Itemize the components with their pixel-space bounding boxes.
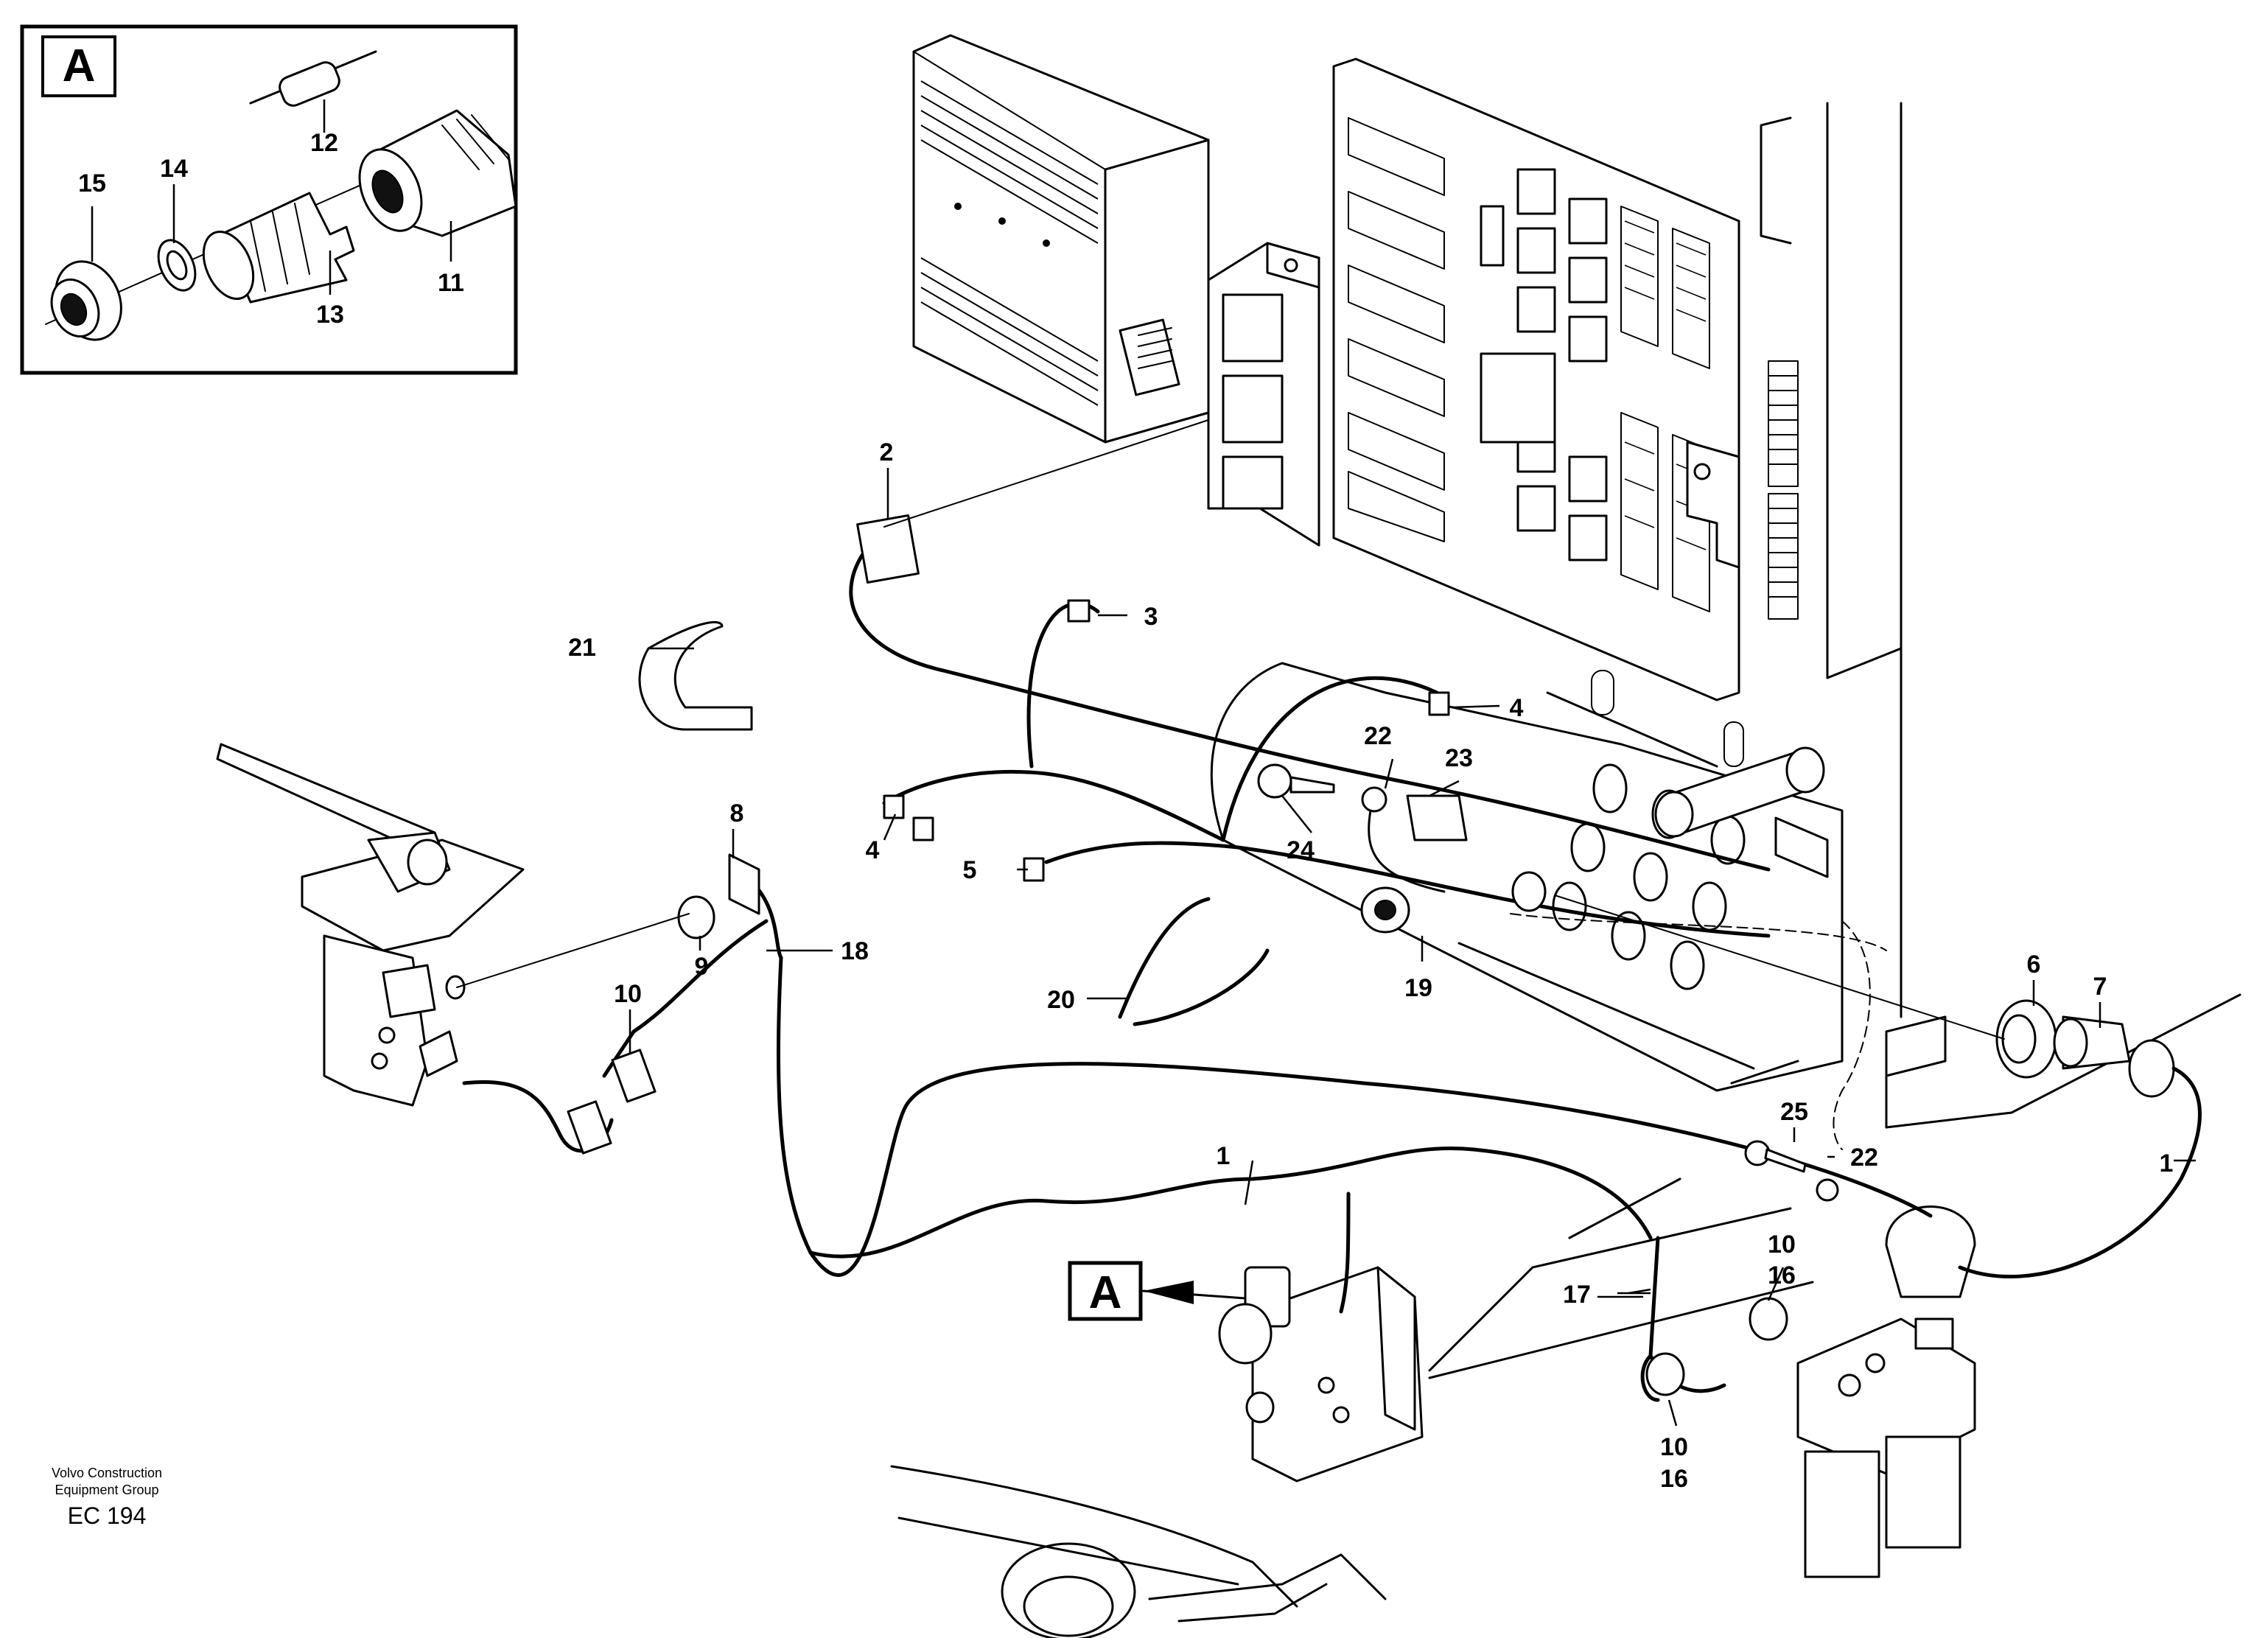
callout-23: 23 — [1445, 744, 1473, 772]
electronic-control-unit — [912, 34, 1210, 444]
callout-22b: 22 — [1850, 1144, 1878, 1172]
callout-11: 11 — [438, 269, 464, 297]
callout-19: 19 — [1404, 974, 1432, 1002]
callout-10a: 10 — [614, 980, 642, 1008]
eyelet-part-22a — [1361, 786, 1387, 813]
callout-7: 7 — [2093, 973, 2107, 1001]
callout-10c: 10 — [1660, 1433, 1688, 1461]
detail-a-reference: A — [1068, 1261, 1247, 1321]
detail-a-label: A — [63, 41, 96, 91]
callout-21: 21 — [568, 634, 596, 662]
brake-valve-block — [1796, 1205, 1976, 1578]
mounting-bracket — [1207, 242, 1320, 547]
fitting-part-13 — [202, 192, 355, 304]
strap-part-21 — [638, 621, 753, 731]
callout-3: 3 — [1144, 603, 1158, 631]
connector-part-3 — [1067, 599, 1091, 623]
callout-numbers: 1 1 2 3 4 4 5 6 7 8 9 10 10 10 11 12 13 … — [78, 129, 2173, 1493]
callout-14: 14 — [160, 155, 188, 183]
callout-16b: 16 — [1660, 1465, 1688, 1493]
washer-part-14 — [157, 239, 197, 292]
callout-1b: 1 — [2160, 1149, 2174, 1177]
eyelet-part-22b — [1816, 1178, 1839, 1202]
relay-circuit-board — [1332, 57, 1740, 701]
machine-frame-outline — [890, 942, 1814, 1638]
callout-10b: 10 — [1768, 1231, 1796, 1259]
terminal-block-part-23 — [1406, 794, 1468, 841]
connector-fittings-6-7 — [1995, 999, 2175, 1098]
callout-18: 18 — [841, 937, 869, 965]
callout-17: 17 — [1563, 1281, 1591, 1309]
callout-25: 25 — [1780, 1098, 1808, 1126]
credit-line-2: Equipment Group — [55, 1483, 158, 1497]
callout-22a: 22 — [1364, 722, 1392, 750]
callout-15: 15 — [78, 169, 106, 197]
callout-16a: 16 — [1768, 1261, 1796, 1289]
callout-4b: 4 — [866, 836, 880, 864]
solenoid-valve — [1218, 1266, 1424, 1483]
callout-4a: 4 — [1510, 694, 1524, 722]
callout-2: 2 — [880, 438, 894, 466]
connector-part-8 — [728, 853, 760, 915]
callout-5: 5 — [963, 856, 977, 884]
callout-12: 12 — [310, 129, 338, 157]
callout-6: 6 — [2027, 951, 2041, 979]
brake-pedal-assembly — [216, 743, 525, 1107]
terminal-part-12 — [249, 50, 377, 107]
publisher-credit: Volvo Construction Equipment Group EC 19… — [52, 1466, 162, 1529]
cabin-wall-structure — [1760, 102, 2241, 1129]
pipe-stub — [1654, 746, 1825, 838]
grommet-part-9 — [677, 895, 715, 939]
callout-leaders — [456, 419, 2196, 1427]
connector-part-2 — [856, 514, 920, 584]
callout-9: 9 — [695, 953, 709, 981]
nut-part-15 — [50, 260, 122, 341]
connector-part-10 — [611, 1049, 657, 1103]
screw-part-24 — [1257, 763, 1335, 799]
detail-a-reference-label: A — [1089, 1267, 1122, 1318]
detail-a-label-box — [41, 35, 116, 97]
drawing-code: EC 194 — [68, 1502, 147, 1529]
screw-part-25 — [1744, 1140, 1807, 1173]
small-parts — [567, 514, 1839, 1396]
connector-part-4c — [912, 816, 934, 841]
callout-8: 8 — [730, 799, 744, 827]
credit-line-1: Volvo Construction — [52, 1466, 162, 1480]
callout-13: 13 — [316, 301, 344, 329]
detail-a-inset: A — [20, 24, 518, 375]
connector-part-4a — [1428, 691, 1450, 716]
callout-20: 20 — [1047, 986, 1075, 1014]
cable-tie-part-20 — [1118, 897, 1270, 1026]
callout-1a: 1 — [1217, 1142, 1231, 1170]
connector-part-4b — [883, 794, 905, 819]
connector-part-11 — [358, 109, 517, 237]
callout-24: 24 — [1287, 836, 1315, 864]
